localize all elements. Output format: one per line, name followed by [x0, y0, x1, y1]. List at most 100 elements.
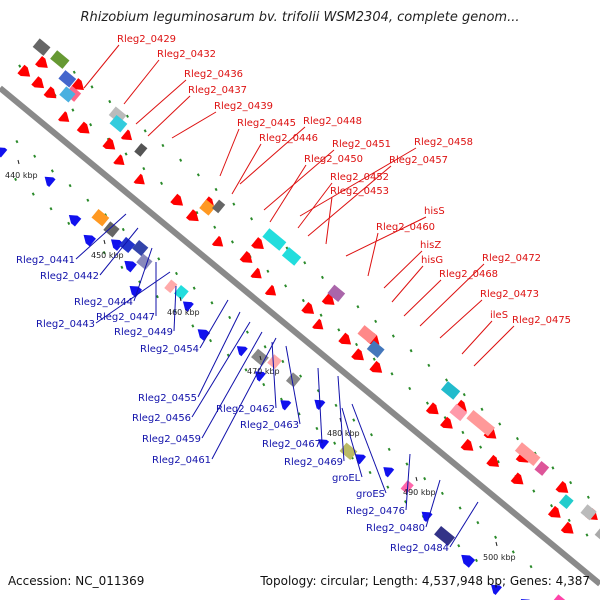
forward-gene-arrow[interactable] [251, 237, 264, 250]
forward-gene-arrow[interactable] [560, 521, 574, 534]
reverse-gene-arrow[interactable] [44, 176, 56, 188]
reverse-gene-arrow[interactable] [236, 346, 248, 357]
forward-gene-label[interactable]: Rleg2_0445 [237, 118, 296, 129]
reverse-gene-block[interactable] [285, 372, 301, 388]
reverse-gene-arrow[interactable] [0, 147, 8, 158]
reverse-gene-label[interactable]: Rleg2_0441 [16, 255, 75, 266]
reverse-gene-arrow[interactable] [491, 584, 502, 595]
forward-gene-block[interactable] [466, 409, 495, 437]
reverse-gene-label[interactable]: Rleg2_0456 [132, 413, 191, 424]
forward-gene-label[interactable]: Rleg2_0452 [330, 172, 389, 183]
forward-gene-block[interactable] [514, 442, 541, 467]
forward-gene-label[interactable]: Rleg2_0457 [389, 155, 448, 166]
forward-gene-arrow[interactable] [71, 78, 85, 90]
reverse-gene-arrow[interactable] [83, 234, 96, 247]
reverse-gene-block[interactable] [173, 284, 189, 300]
reverse-gene-label[interactable]: Rleg2_0447 [96, 312, 155, 323]
forward-gene-block[interactable] [594, 526, 600, 543]
reverse-gene-block[interactable] [132, 239, 149, 257]
reverse-gene-block[interactable] [103, 221, 120, 238]
forward-gene-block[interactable] [59, 86, 76, 103]
reverse-gene-arrow[interactable] [68, 214, 82, 227]
forward-gene-block[interactable] [58, 70, 77, 88]
forward-gene-arrow[interactable] [102, 137, 116, 150]
reverse-gene-arrow[interactable] [280, 400, 292, 411]
forward-gene-arrow[interactable] [369, 360, 383, 373]
forward-gene-arrow[interactable] [547, 505, 561, 518]
reverse-gene-arrow[interactable] [182, 301, 194, 312]
forward-gene-arrow[interactable] [425, 402, 439, 415]
forward-gene-block[interactable] [281, 247, 302, 266]
reverse-gene-label[interactable]: groEL [332, 473, 361, 484]
forward-gene-block[interactable] [134, 143, 148, 157]
forward-gene-arrow[interactable] [76, 121, 90, 134]
reverse-gene-label[interactable]: Rleg2_0480 [366, 523, 425, 534]
forward-gene-block[interactable] [366, 340, 385, 358]
forward-gene-arrow[interactable] [239, 251, 253, 263]
reverse-gene-block[interactable] [164, 279, 178, 294]
forward-gene-label[interactable]: Rleg2_0448 [303, 116, 362, 127]
reverse-gene-label[interactable]: groES [356, 489, 385, 500]
reverse-gene-label[interactable]: Rleg2_0449 [114, 327, 173, 338]
reverse-gene-arrow[interactable] [318, 439, 330, 450]
forward-gene-arrow[interactable] [113, 154, 125, 165]
reverse-gene-label[interactable]: Rleg2_0467 [262, 439, 321, 450]
forward-gene-arrow[interactable] [35, 55, 48, 68]
forward-gene-label[interactable]: Rleg2_0437 [188, 85, 247, 96]
reverse-gene-label[interactable]: Rleg2_0442 [40, 271, 99, 282]
reverse-gene-block[interactable] [118, 236, 136, 254]
reverse-gene-block[interactable] [551, 594, 569, 600]
forward-gene-arrow[interactable] [133, 173, 145, 185]
reverse-gene-arrow[interactable] [383, 467, 395, 478]
forward-gene-label[interactable]: Rleg2_0436 [184, 69, 243, 80]
reverse-gene-arrow[interactable] [197, 329, 211, 341]
forward-gene-label[interactable]: hisG [421, 255, 443, 266]
reverse-gene-label[interactable]: Rleg2_0469 [284, 457, 343, 468]
forward-gene-block[interactable] [449, 403, 468, 422]
forward-gene-arrow[interactable] [120, 129, 133, 141]
forward-gene-label[interactable]: ileS [490, 310, 508, 321]
reverse-gene-block[interactable] [267, 354, 282, 370]
forward-gene-arrow[interactable] [460, 438, 474, 451]
forward-gene-label[interactable]: hisZ [420, 240, 441, 251]
reverse-gene-label[interactable]: Rleg2_0484 [390, 543, 449, 554]
forward-gene-block[interactable] [558, 494, 574, 510]
forward-gene-label[interactable]: Rleg2_0429 [117, 34, 176, 45]
forward-gene-arrow[interactable] [555, 481, 569, 493]
forward-gene-block[interactable] [580, 504, 597, 521]
forward-gene-arrow[interactable] [43, 86, 57, 99]
forward-gene-block[interactable] [109, 114, 128, 133]
forward-gene-block[interactable] [199, 199, 216, 216]
reverse-gene-block[interactable] [136, 253, 153, 270]
forward-gene-block[interactable] [534, 461, 550, 476]
forward-gene-label[interactable]: Rleg2_0453 [330, 186, 389, 197]
forward-gene-label[interactable]: Rleg2_0446 [259, 133, 318, 144]
forward-gene-block[interactable] [440, 381, 461, 400]
forward-gene-label[interactable]: Rleg2_0473 [480, 289, 539, 300]
reverse-gene-block[interactable] [339, 442, 358, 460]
reverse-gene-label[interactable]: Rleg2_0454 [140, 344, 199, 355]
forward-gene-block[interactable] [357, 325, 377, 344]
reverse-gene-label[interactable]: Rleg2_0463 [240, 420, 299, 431]
forward-gene-block[interactable] [262, 228, 287, 251]
forward-gene-label[interactable]: Rleg2_0475 [512, 315, 571, 326]
forward-gene-arrow[interactable] [185, 209, 199, 222]
reverse-gene-label[interactable]: Rleg2_0462 [216, 404, 275, 415]
forward-gene-arrow[interactable] [301, 302, 315, 314]
forward-gene-label[interactable]: Rleg2_0451 [332, 139, 391, 150]
forward-gene-arrow[interactable] [58, 111, 70, 122]
forward-gene-arrow[interactable] [338, 332, 352, 345]
reverse-gene-block[interactable] [91, 208, 110, 227]
reverse-gene-label[interactable]: Rleg2_0455 [138, 393, 197, 404]
reverse-gene-arrow[interactable] [254, 371, 266, 382]
forward-gene-arrow[interactable] [17, 64, 31, 77]
forward-gene-block[interactable] [50, 50, 70, 69]
forward-gene-label[interactable]: Rleg2_0460 [376, 222, 435, 233]
reverse-gene-arrow[interactable] [129, 285, 143, 298]
forward-gene-label[interactable]: Rleg2_0458 [414, 137, 473, 148]
forward-gene-block[interactable] [32, 38, 51, 56]
forward-gene-arrow[interactable] [351, 348, 364, 361]
forward-gene-arrow[interactable] [264, 284, 277, 296]
forward-gene-arrow[interactable] [486, 454, 500, 467]
reverse-gene-arrow[interactable] [110, 239, 124, 251]
